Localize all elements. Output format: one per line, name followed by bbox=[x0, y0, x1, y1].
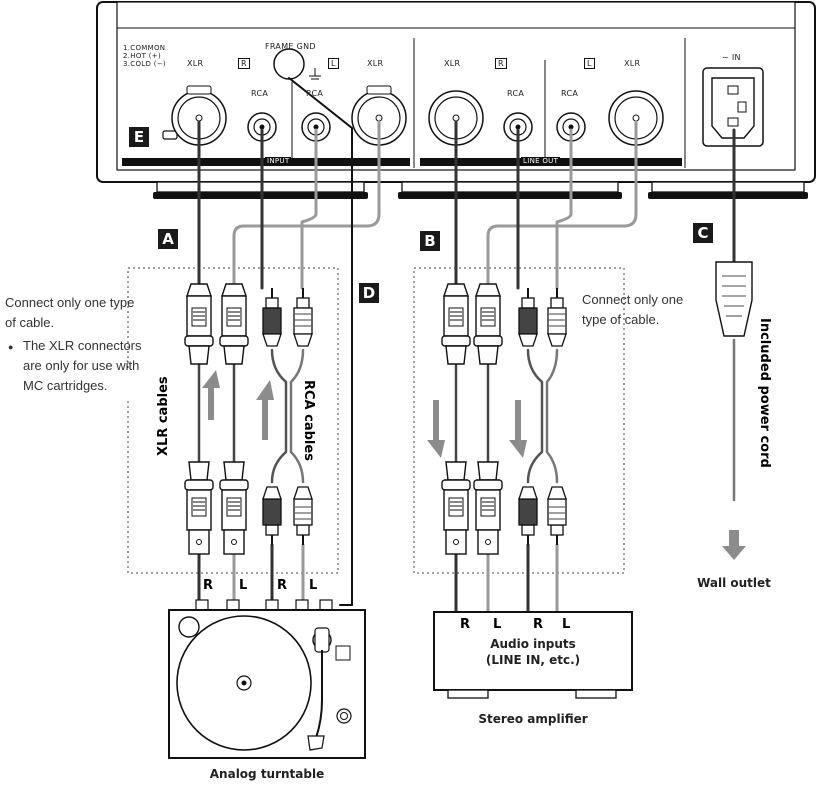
amplifier-drawing bbox=[433, 611, 633, 699]
amp-label: Stereo amplifier bbox=[478, 712, 588, 726]
input-section-label: INPUT bbox=[265, 157, 292, 166]
right-note-line-1: Connect only one bbox=[582, 292, 684, 307]
rca-cables-label: RCA cables bbox=[301, 380, 316, 461]
rca-socket-input-r bbox=[247, 112, 277, 142]
wall-outlet-label: Wall outlet bbox=[697, 576, 771, 590]
output-xlr-l-label: XLR bbox=[624, 59, 641, 68]
input-rca-l-label: RCA bbox=[306, 89, 324, 98]
xlr-socket-output-r bbox=[428, 90, 484, 146]
output-r-mark: R bbox=[495, 58, 507, 69]
badge-d: D bbox=[359, 283, 379, 303]
bullet-note: The XLR connectors are only for use with… bbox=[23, 336, 153, 396]
right-note-line-2: type of cable. bbox=[582, 312, 660, 327]
amp-channel-l1: L bbox=[493, 617, 502, 632]
power-cord-label: Included power cord bbox=[757, 318, 772, 468]
left-note: Connect only one type of cable. bbox=[5, 293, 155, 333]
pin-legend: 1.COMMON 2.HOT (+) 3.COLD (−) bbox=[123, 44, 166, 68]
amp-inputs-label: Audio inputs (LINE IN, etc.) bbox=[434, 636, 632, 668]
turntable-drawing bbox=[168, 599, 366, 759]
input-rca-r-label: RCA bbox=[251, 89, 269, 98]
bullet-note-line-3: MC cartridges. bbox=[23, 378, 108, 393]
output-rca-l-label: RCA bbox=[561, 89, 579, 98]
turntable-channel-r2: R bbox=[277, 578, 288, 593]
amp-channel-r2: R bbox=[533, 617, 544, 632]
panel-feet bbox=[153, 181, 808, 199]
amp-channel-r1: R bbox=[460, 617, 471, 632]
turntable-label: Analog turntable bbox=[209, 767, 325, 781]
turntable-channel-l1: L bbox=[239, 578, 248, 593]
input-xlr-r-label: XLR bbox=[187, 59, 204, 68]
input-xlr-l-label: XLR bbox=[367, 59, 384, 68]
xlr-cables-label: XLR cables bbox=[156, 376, 171, 456]
amp-inputs-line-1: Audio inputs bbox=[490, 637, 576, 651]
left-note-line-1: Connect only one type bbox=[5, 295, 135, 310]
power-plug bbox=[715, 261, 753, 337]
turntable-channel-r1: R bbox=[203, 578, 214, 593]
input-l-mark: L bbox=[328, 58, 339, 69]
frame-gnd-label: FRAME GND bbox=[265, 42, 316, 51]
badge-a: A bbox=[158, 229, 178, 249]
input-r-mark: R bbox=[238, 58, 250, 69]
xlr-socket-input-r bbox=[171, 85, 227, 146]
direction-arrows bbox=[202, 370, 746, 560]
bullet-note-line-2: are only for use with bbox=[23, 358, 140, 373]
badge-b: B bbox=[420, 231, 440, 251]
pin-legend-2: 2.HOT (+) bbox=[123, 52, 161, 60]
badge-c: C bbox=[693, 223, 713, 243]
right-note: Connect only one type of cable. bbox=[582, 290, 702, 330]
output-rca-r-label: RCA bbox=[507, 89, 525, 98]
output-xlr-plugs-bottom bbox=[441, 461, 503, 555]
badge-e: E bbox=[129, 127, 149, 147]
output-l-mark: L bbox=[584, 58, 595, 69]
bullet-icon: ● bbox=[8, 342, 14, 352]
rca-socket-output-r bbox=[503, 112, 533, 142]
amp-channel-l2: L bbox=[562, 617, 571, 632]
rca-socket-input-l bbox=[301, 112, 331, 142]
bullet-note-line-1: The XLR connectors bbox=[23, 338, 142, 353]
cables bbox=[197, 77, 736, 614]
input-xlr-plugs-bottom bbox=[184, 461, 249, 555]
left-note-line-2: of cable. bbox=[5, 315, 55, 330]
pin-legend-1: 1.COMMON bbox=[123, 44, 166, 52]
ac-in-label: ∼ IN bbox=[722, 53, 741, 62]
amp-inputs-line-2: (LINE IN, etc.) bbox=[485, 653, 581, 667]
output-xlr-plugs-top bbox=[441, 283, 503, 365]
pin-legend-3: 3.COLD (−) bbox=[123, 60, 166, 68]
line-out-section-label: LINE OUT bbox=[521, 157, 561, 166]
turntable-channel-l2: L bbox=[309, 578, 318, 593]
back-panel bbox=[96, 1, 816, 183]
output-xlr-r-label: XLR bbox=[444, 59, 461, 68]
input-xlr-plugs-top bbox=[184, 283, 249, 365]
